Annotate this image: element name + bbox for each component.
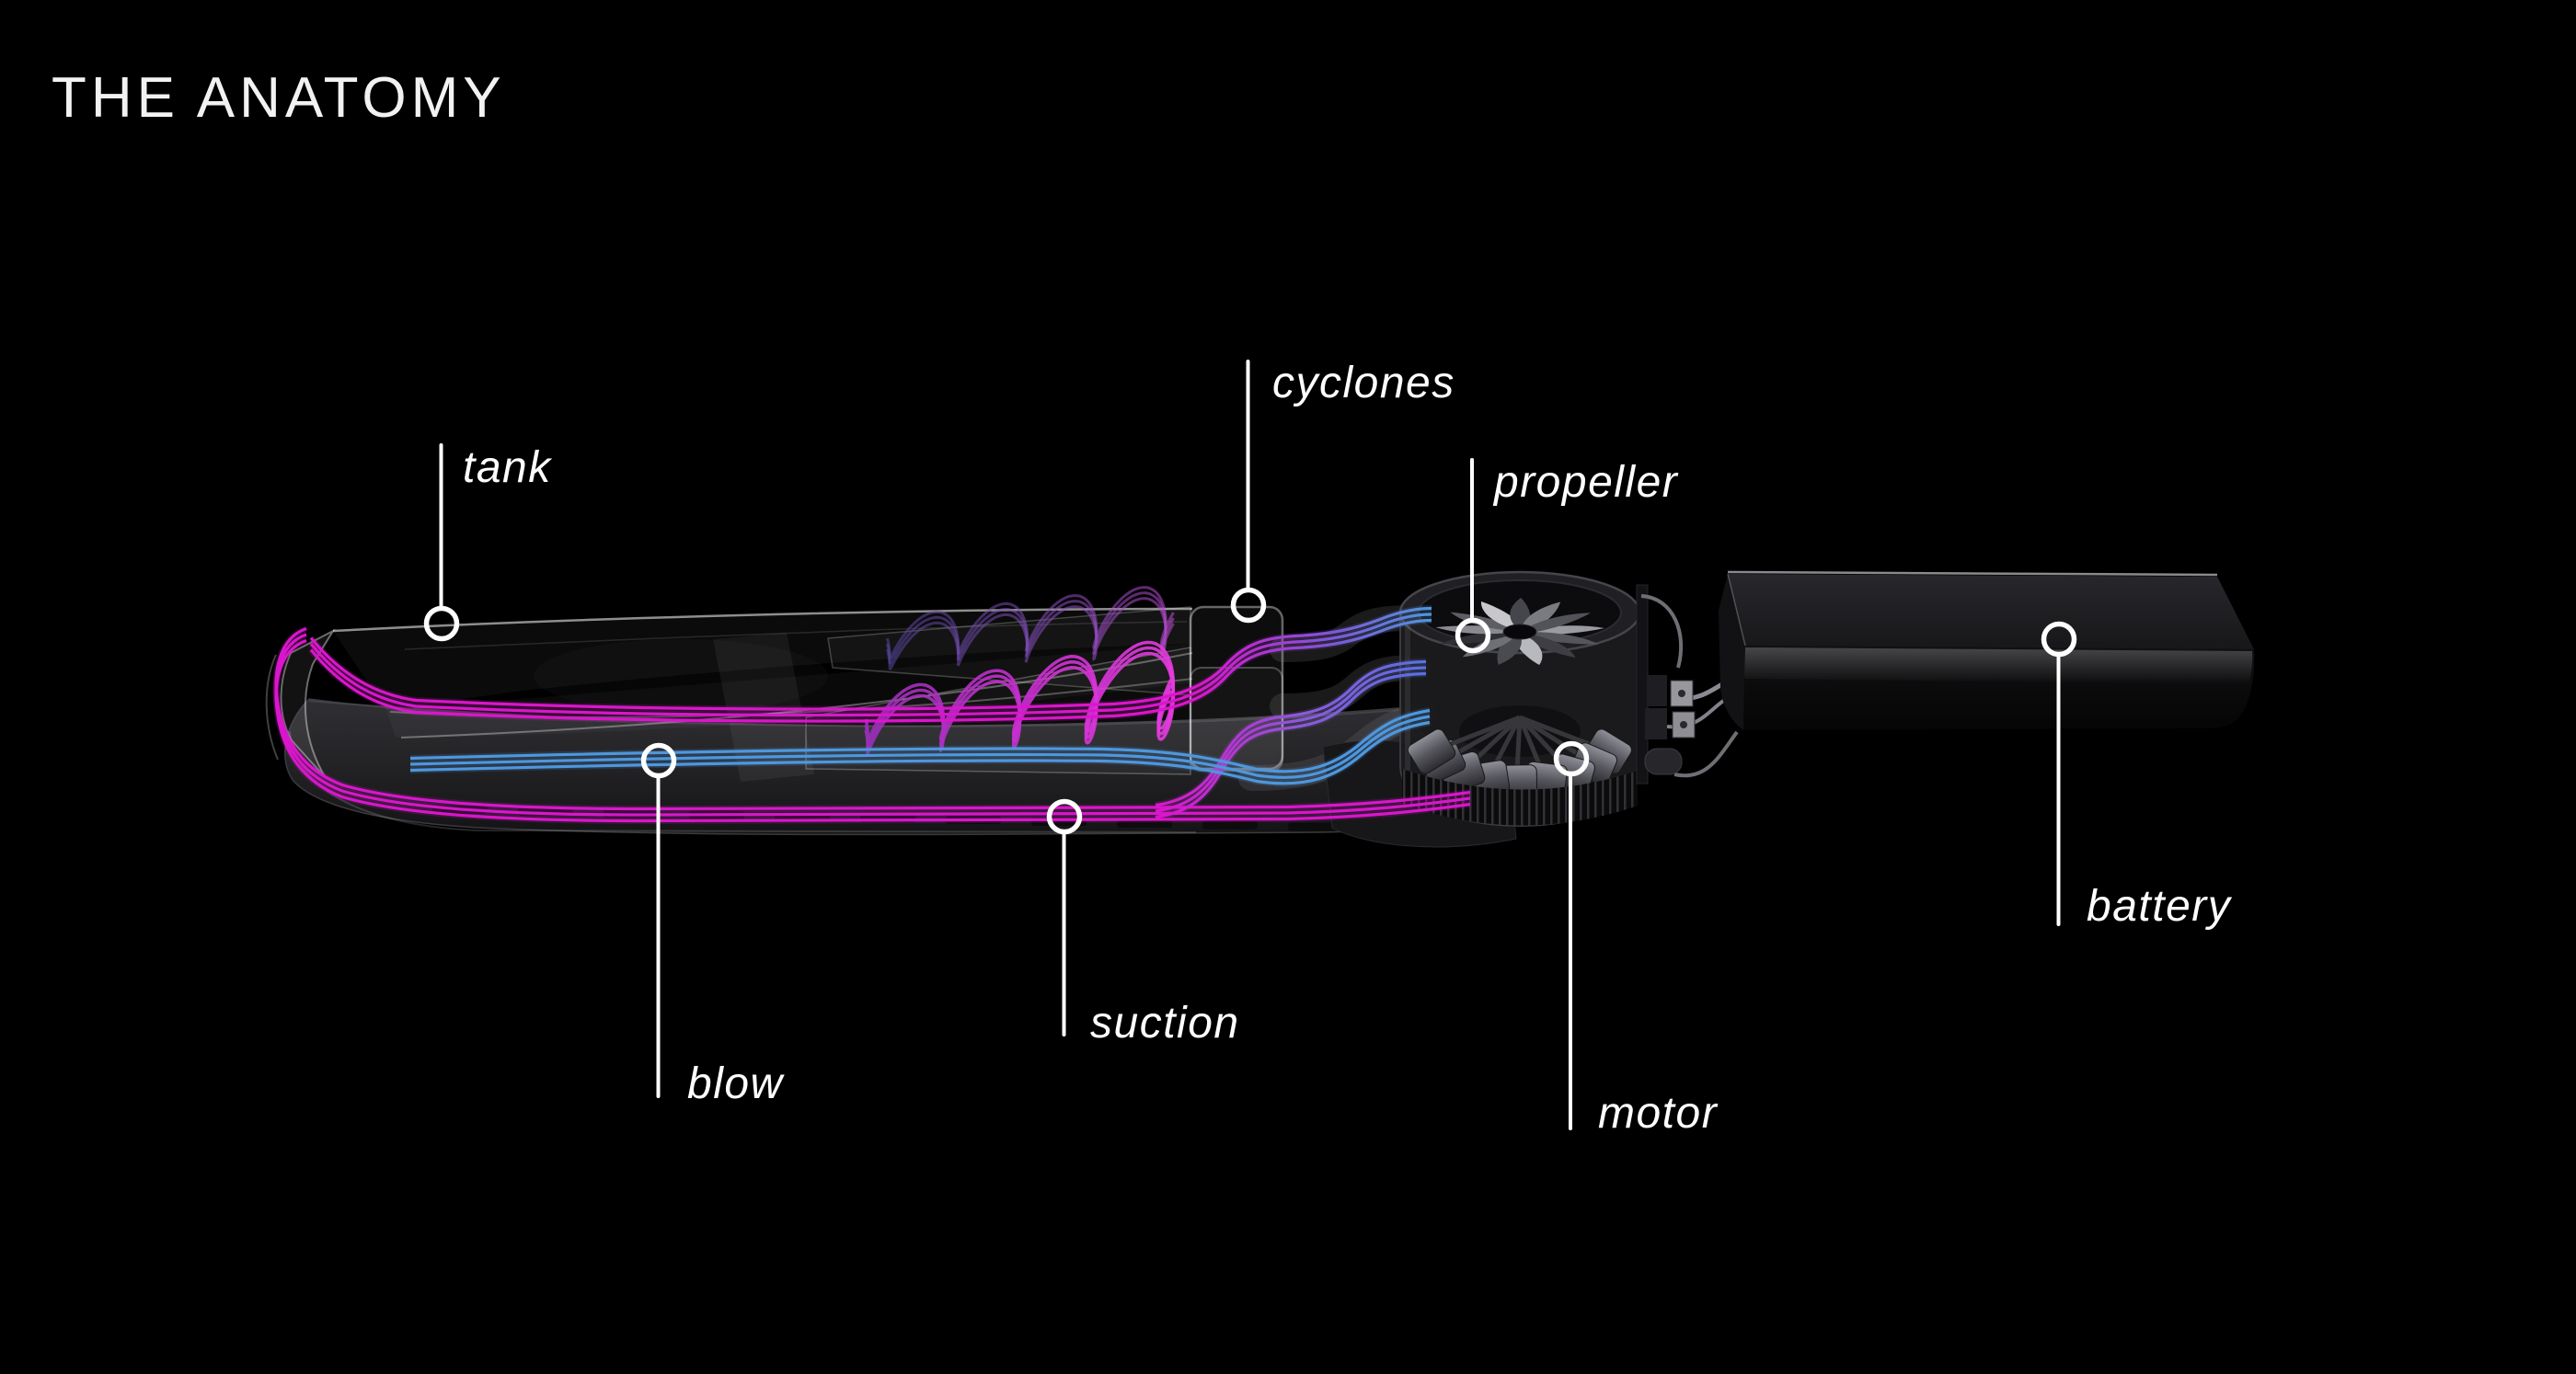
tube-blow-blue — [409, 720, 1431, 785]
plate-hole-2 — [1680, 721, 1687, 728]
propeller-fan — [1435, 597, 1604, 666]
fan-blade — [1521, 601, 1561, 631]
cyclone-coils — [864, 586, 1176, 758]
tube-inner-magenta-purple — [309, 606, 1432, 711]
callout-markers — [423, 360, 2077, 1130]
fan-hub — [1502, 624, 1537, 640]
tube-riser-magenta-blue — [1155, 671, 1427, 819]
grille-dash — [1288, 822, 1343, 831]
tube-suction-magenta — [274, 638, 1471, 823]
tank-top-edge-highlight — [332, 607, 1193, 633]
marker-circle-tank — [423, 605, 460, 642]
label-battery: battery — [2087, 882, 2232, 931]
tank-inner-edge — [404, 621, 1188, 650]
label-tank: tank — [463, 443, 552, 492]
marker-circle-motor — [1553, 740, 1590, 777]
tube-blow-blue — [409, 715, 1431, 779]
tube-riser-magenta-blue — [1155, 666, 1427, 813]
stator-segment — [1408, 728, 1456, 774]
cable-top — [1640, 594, 1684, 669]
motor-heatsink-fins — [1402, 769, 1638, 826]
label-cyclones: cyclones — [1272, 359, 1455, 407]
battery-specular-band — [1744, 647, 2253, 684]
fan-blade — [1519, 633, 1576, 658]
outer-hull-tip-edge — [265, 654, 279, 761]
marker-circle-cyclones — [1230, 587, 1267, 624]
connector-cylinder — [1644, 748, 1683, 775]
tube-blow-blue — [409, 708, 1431, 773]
circuit-strip — [1636, 584, 1649, 784]
fan-blade — [1450, 612, 1518, 632]
connector-assembly — [1636, 584, 1739, 784]
tube-inner-magenta-purple — [309, 613, 1432, 717]
grille-dash — [1117, 819, 1172, 828]
battery-back-edge-highlight — [1727, 570, 2218, 577]
marker-circle-propeller — [1455, 617, 1491, 654]
coil-lower — [864, 651, 1176, 758]
battery-left-face — [1719, 574, 1745, 730]
battery-left-edge — [1727, 573, 1746, 647]
connector-box-2 — [1645, 708, 1667, 739]
coil-upper — [885, 597, 1175, 670]
label-blow: blow — [687, 1059, 784, 1108]
battery-pack — [1719, 570, 2255, 730]
fan-blade — [1524, 613, 1591, 633]
grille-dash — [1202, 820, 1258, 830]
battery-top-face — [1728, 574, 2254, 649]
marker-circle-suction — [1046, 798, 1083, 835]
cable-bottom — [1673, 730, 1739, 778]
fan-blade — [1524, 632, 1600, 645]
connector-box-1 — [1647, 675, 1667, 706]
airflow-tubes — [272, 605, 1471, 825]
tube-inner-magenta-purple — [309, 618, 1432, 723]
label-propeller: propeller — [1494, 458, 1679, 507]
label-motor: motor — [1598, 1089, 1719, 1138]
marker-circle-blow — [640, 742, 677, 779]
stator-ring — [1408, 705, 1632, 799]
plate-hole-1 — [1678, 690, 1685, 697]
tube-riser-magenta-blue — [1155, 659, 1427, 807]
label-suction: suction — [1090, 999, 1240, 1048]
page-title: THE ANATOMY — [52, 66, 506, 130]
marker-circle-battery — [2041, 621, 2077, 658]
